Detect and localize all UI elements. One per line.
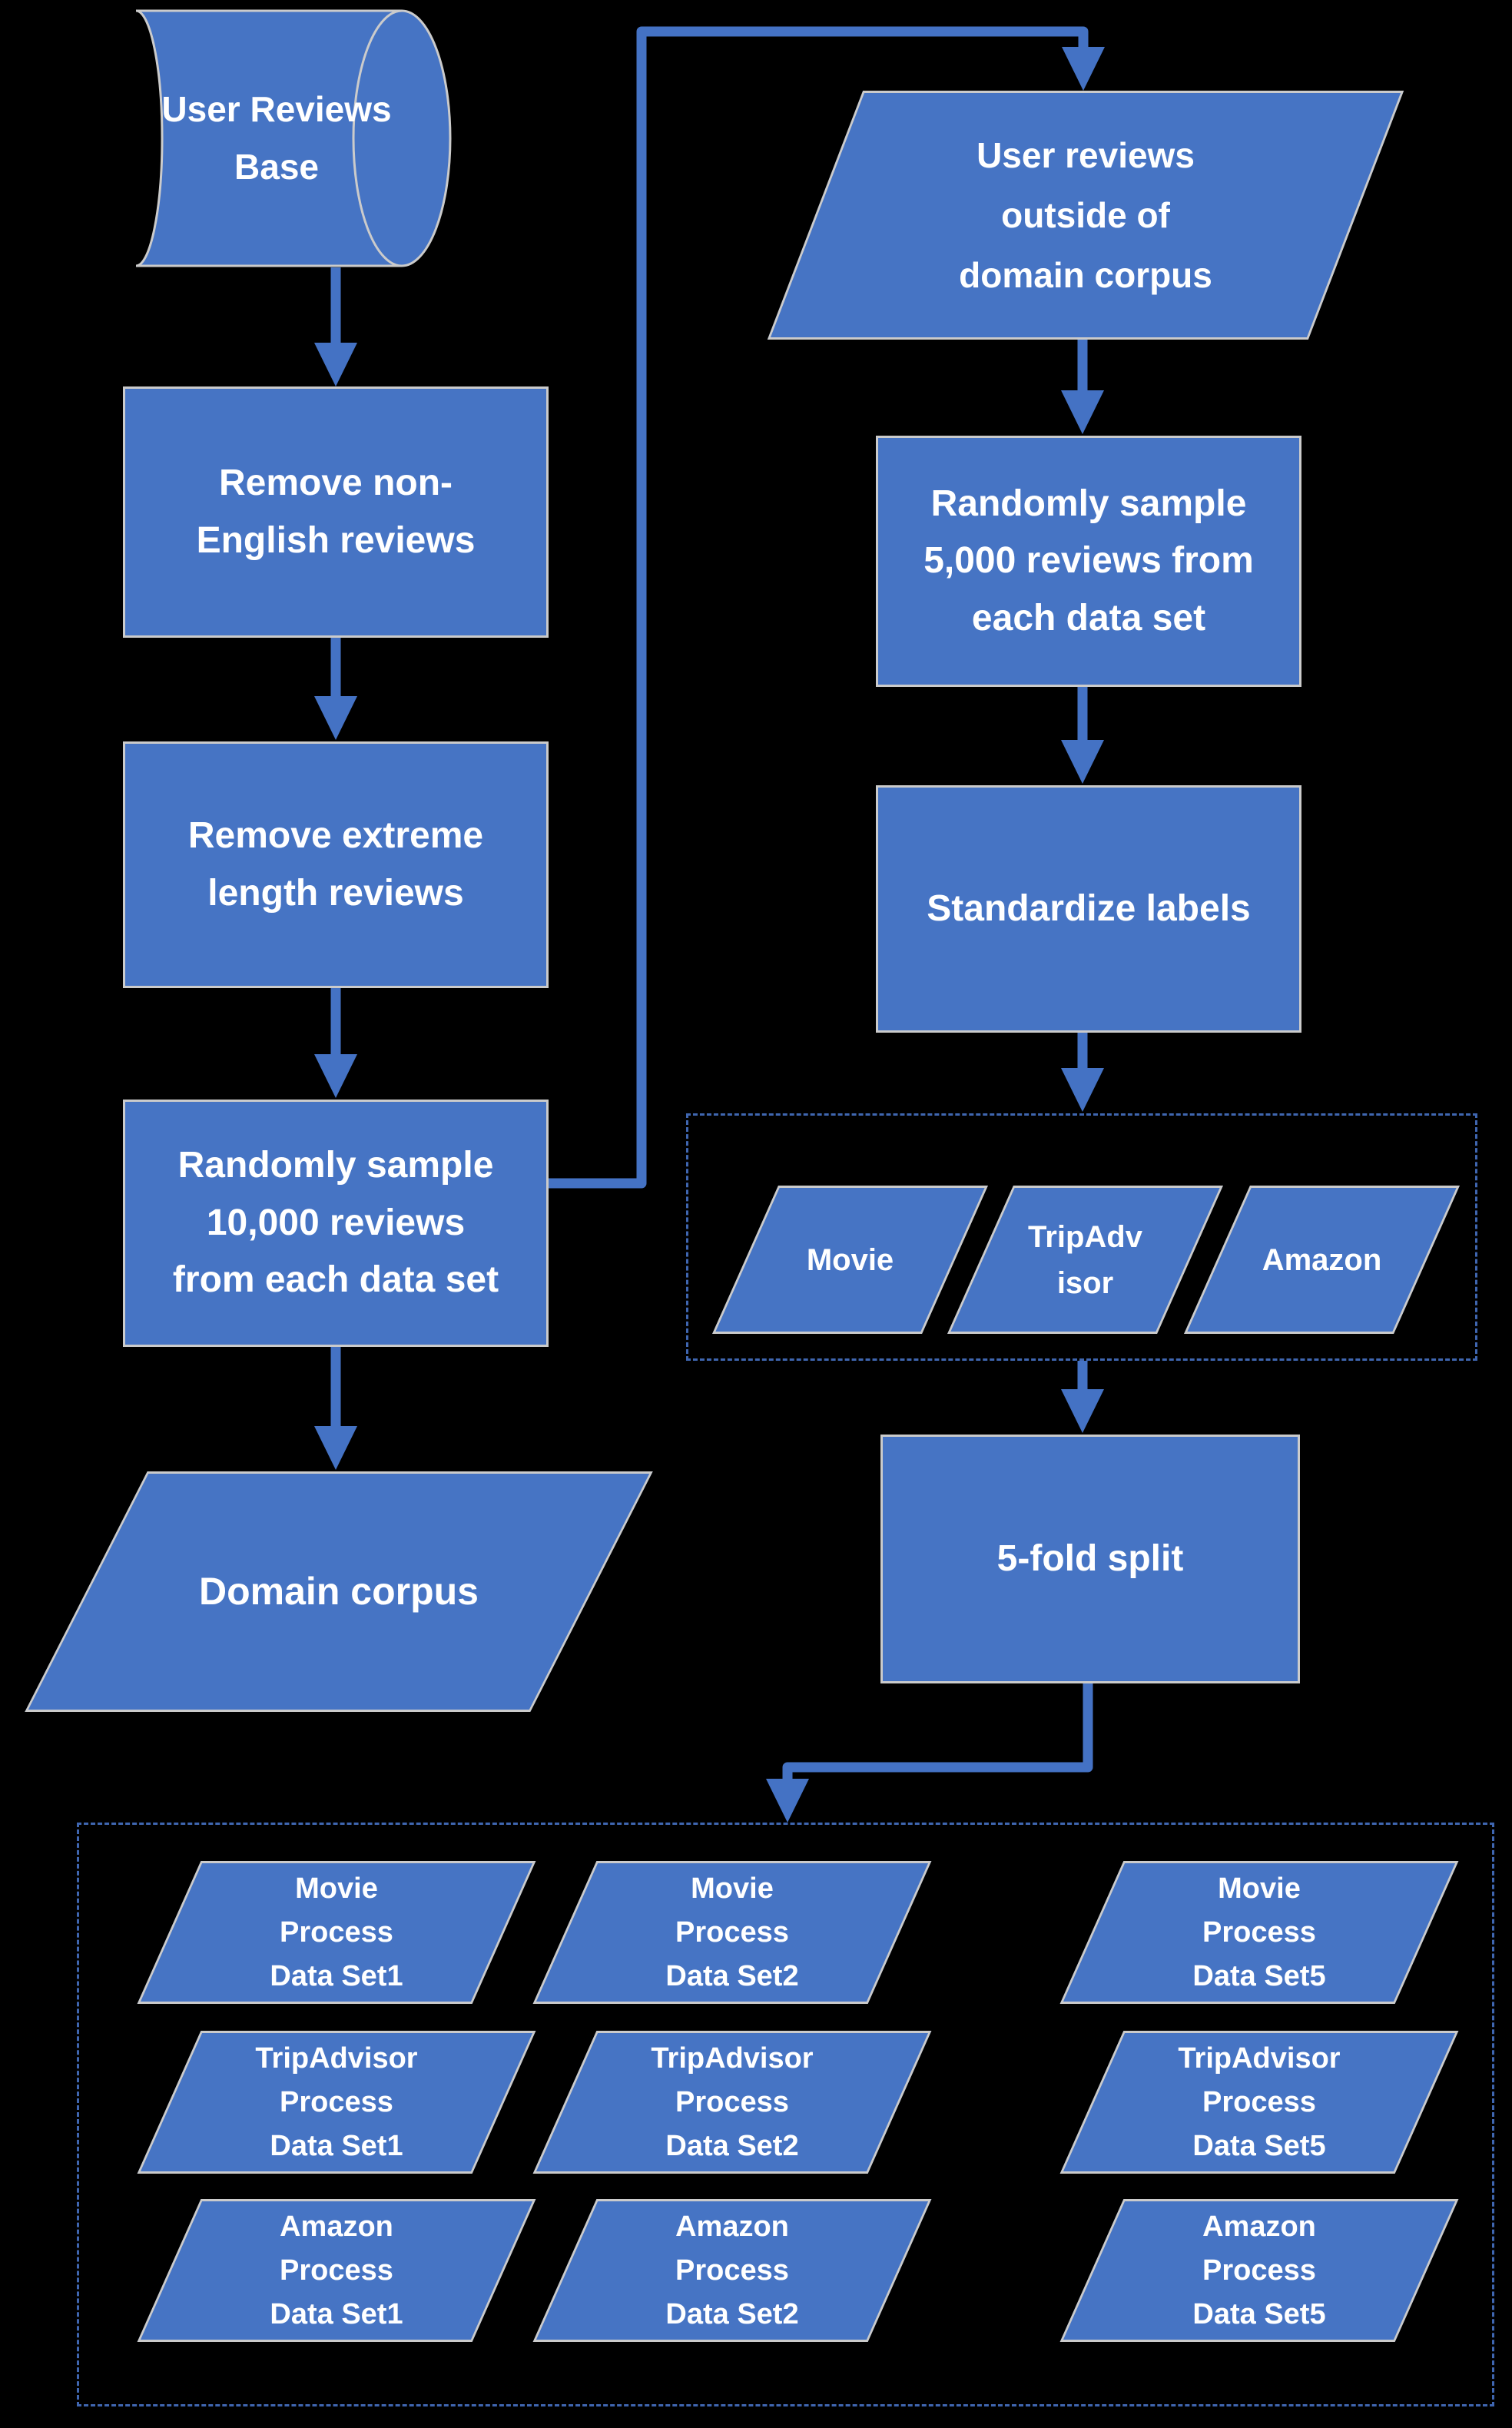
node-user-reviews-base: User Reviews Base [100, 5, 463, 272]
node-label: Randomly sample 5,000 reviews from each … [923, 483, 1254, 639]
output-cell-label: Amazon Process Data Set2 [665, 2210, 799, 2330]
output-cell-tripadvisor-set1: TripAdvisor Process Data Set1 [137, 2031, 536, 2174]
dataset-item-label: Movie [806, 1242, 894, 1277]
output-cell-label: Amazon Process Data Set5 [1192, 2210, 1326, 2330]
node-label: User Reviews Base [161, 89, 392, 187]
node-remove-extreme-length: Remove extreme length reviews [123, 741, 549, 988]
output-cell-amazon-set5: Amazon Process Data Set5 [1059, 2199, 1459, 2342]
output-cell-label: Movie Process Data Set2 [665, 1872, 799, 1992]
node-label: Domain corpus [199, 1570, 479, 1613]
node-sample-5000: Randomly sample 5,000 reviews from each … [876, 436, 1301, 687]
output-cell-label: Movie Process Data Set5 [1192, 1872, 1326, 1992]
dataset-group-container [686, 1113, 1477, 1361]
node-sample-10000: Randomly sample 10,000 reviews from each… [123, 1100, 549, 1347]
arrowhead-domaincorpus [314, 1426, 357, 1470]
arrowhead-output [766, 1779, 809, 1823]
node-label: Remove non- English reviews [196, 463, 476, 561]
arrowhead-outside [1062, 47, 1105, 91]
output-cell-movie-set5: Movie Process Data Set5 [1059, 1861, 1459, 2004]
dataset-item-label: TripAdv isor [1028, 1219, 1142, 1300]
node-label: Randomly sample 10,000 reviews from each… [172, 1145, 499, 1301]
arrowhead-standardize [1061, 740, 1104, 784]
node-remove-non-english: Remove non- English reviews [123, 386, 549, 638]
arrowhead-sample10k [314, 1054, 357, 1098]
dataset-item-movie: Movie [712, 1186, 988, 1334]
output-cell-amazon-set2: Amazon Process Data Set2 [532, 2199, 932, 2342]
dataset-item-label: Amazon [1262, 1242, 1382, 1277]
dataset-item-amazon: Amazon [1184, 1186, 1460, 1334]
arrowhead-datasets [1061, 1068, 1104, 1112]
arrowhead-sample5k [1061, 390, 1104, 434]
node-label: Standardize labels [927, 887, 1251, 929]
arrowhead-fivefold [1061, 1389, 1104, 1433]
output-cell-tripadvisor-set2: TripAdvisor Process Data Set2 [532, 2031, 932, 2174]
output-cell-label: TripAdvisor Process Data Set2 [651, 2042, 814, 2162]
output-cell-amazon-set1: Amazon Process Data Set1 [137, 2199, 536, 2342]
output-group-container [77, 1823, 1494, 2406]
output-cell-movie-set2: Movie Process Data Set2 [532, 1861, 932, 2004]
connector-sample10k-to-outside [549, 26, 1089, 1189]
connector-fivefold-to-output [782, 1683, 1093, 1782]
node-standardize-labels: Standardize labels [876, 785, 1301, 1033]
output-cell-label: TripAdvisor Process Data Set1 [255, 2042, 418, 2162]
dataset-item-tripadvisor: TripAdv isor [947, 1186, 1223, 1334]
database-cylinder-icon [135, 9, 452, 267]
node-label: User reviews outside of domain corpus [959, 134, 1212, 296]
node-label: 5-fold split [996, 1537, 1184, 1579]
output-cell-label: Amazon Process Data Set1 [270, 2210, 403, 2330]
node-domain-corpus: Domain corpus [25, 1471, 653, 1712]
arrowhead-extreme [314, 696, 357, 740]
output-cell-movie-set1: Movie Process Data Set1 [137, 1861, 536, 2004]
node-five-fold-split: 5-fold split [880, 1435, 1300, 1683]
arrowhead-nonenglish [314, 343, 357, 386]
node-reviews-outside: User reviews outside of domain corpus [767, 91, 1404, 340]
node-label: Remove extreme length reviews [187, 815, 484, 914]
output-cell-label: Movie Process Data Set1 [270, 1872, 403, 1992]
output-cell-label: TripAdvisor Process Data Set5 [1178, 2042, 1341, 2162]
output-cell-tripadvisor-set5: TripAdvisor Process Data Set5 [1059, 2031, 1459, 2174]
